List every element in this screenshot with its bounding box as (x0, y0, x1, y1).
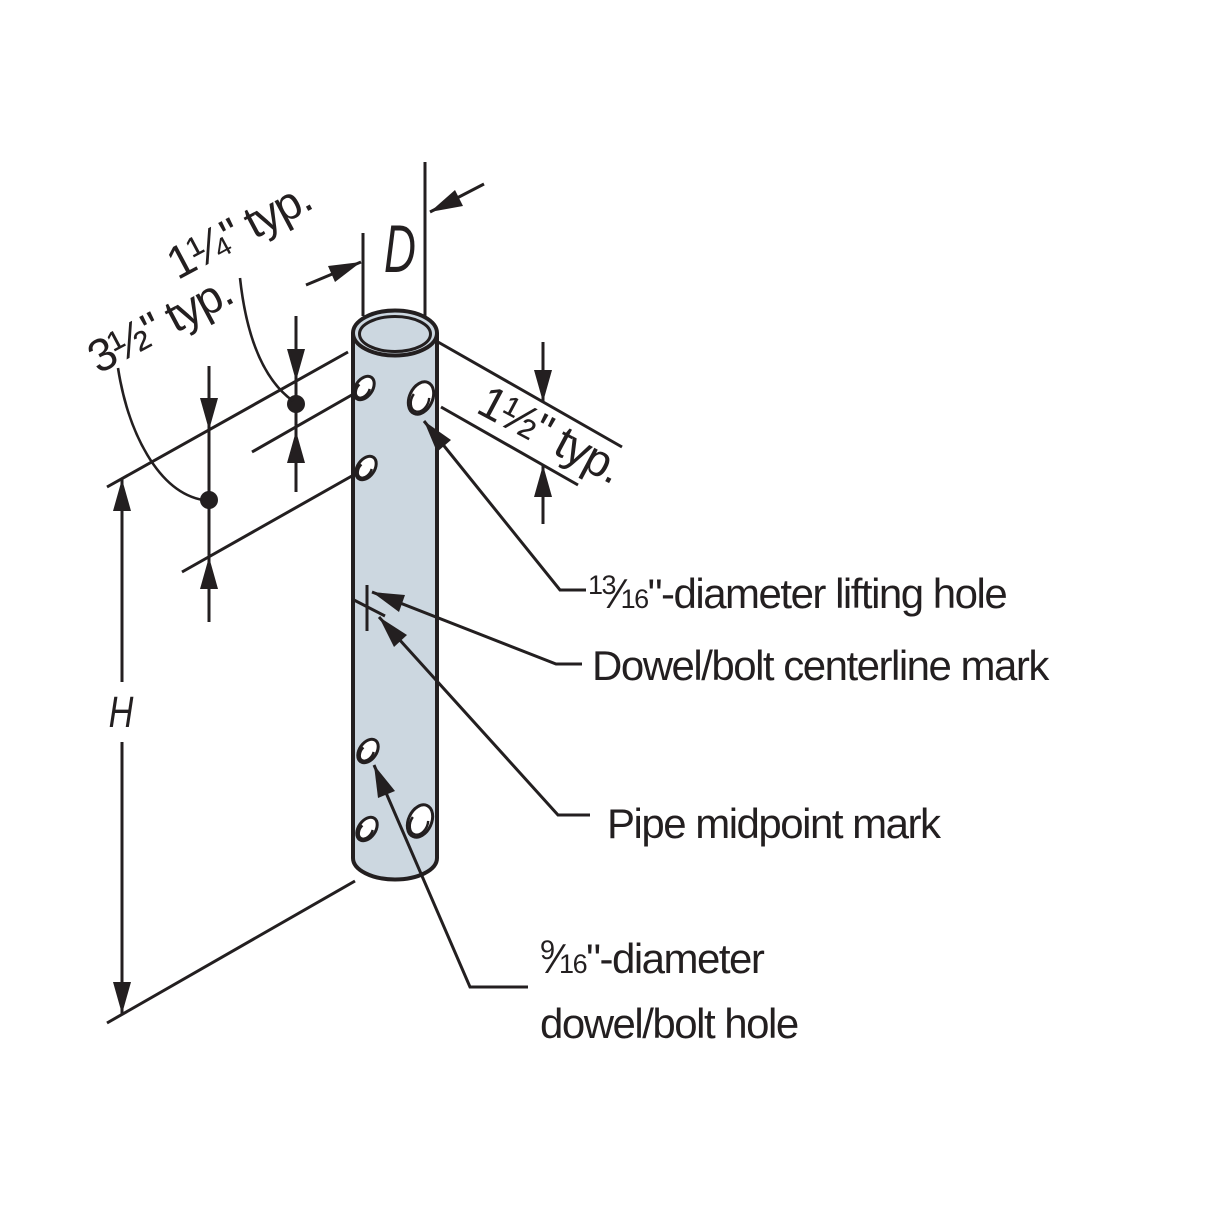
right-upper-reference-line (437, 340, 623, 449)
dowel-hole-lower-bottom (355, 815, 379, 843)
dimension-h (113, 479, 131, 1014)
dimension-d (305, 162, 485, 318)
hole-depth-arc (357, 824, 374, 840)
lifting-hole-label: 13⁄16"-diameter lifting hole (588, 570, 1006, 617)
hole-depth-arc (409, 393, 431, 413)
dim-1-25-typ-label: 1¼" typ. (158, 170, 319, 289)
label-text: "-diameter (586, 935, 765, 982)
arrowhead (200, 398, 218, 430)
dowel-hole-leader (372, 764, 528, 989)
first-hole-row-line (251, 386, 365, 454)
dowel-hole-label-line2: dowel/bolt hole (540, 1000, 798, 1047)
centerline-mark-leader (371, 590, 582, 666)
label-text: "-diameter lifting hole (648, 570, 1007, 617)
lifting-hole-leader (422, 420, 586, 592)
dimension-1-5-typ (534, 342, 552, 524)
dimension-d-label: D (384, 212, 416, 288)
arrowhead (328, 262, 361, 282)
fraction-numerator: 9 (540, 935, 554, 965)
arrowhead (200, 557, 218, 589)
arrowhead (379, 617, 407, 647)
lifting-hole (406, 380, 436, 416)
arrowhead (430, 190, 463, 212)
dimension-1-25-typ (238, 277, 305, 492)
arrowhead (113, 479, 131, 511)
dimension-h-label: H (109, 688, 134, 737)
right-lower-reference-line (440, 405, 579, 487)
hole-depth-arc (358, 746, 375, 762)
arrowhead (534, 465, 552, 497)
diagram-labels: D H 1¼" typ. 3½" typ. 1½" typ. 13⁄16"-di… (79, 170, 1052, 1047)
top-reference-line (106, 350, 349, 489)
hole-depth-arc (408, 816, 430, 836)
isometric-reference-lines (106, 340, 623, 1025)
fraction-numerator: 13 (588, 570, 616, 600)
arrowhead (424, 421, 451, 452)
dowel-hole-label-line1: 9⁄16"-diameter (540, 935, 765, 982)
arrowhead (113, 982, 131, 1014)
arrowhead (534, 370, 552, 402)
pipe-opening (358, 315, 432, 353)
fraction-denominator: 16 (559, 949, 587, 979)
pipe-midpoint-mark (351, 597, 386, 618)
dim-1-5-typ-label: 1½" typ. (470, 374, 631, 493)
arrowhead (374, 765, 395, 798)
callout-leaders (371, 420, 590, 989)
dowel-hole-second-left (354, 454, 378, 482)
hole-depth-arc (354, 383, 371, 399)
second-hole-row-line (181, 466, 367, 574)
hole-opening (354, 454, 378, 482)
pipe-holes (352, 374, 436, 843)
midpoint-mark-label: Pipe midpoint mark (607, 800, 942, 847)
midpoint-mark-leader (377, 615, 590, 817)
leader-dot (200, 491, 218, 509)
centerline-mark-label: Dowel/bolt centerline mark (592, 642, 1050, 689)
dowel-hole-upper-left (352, 374, 376, 402)
dowel-hole-bottom-right (405, 803, 435, 839)
bottom-baseline (106, 879, 356, 1025)
hole-opening (356, 737, 380, 765)
arrowhead (287, 431, 305, 463)
dowel-hole-lower-upper (356, 737, 380, 765)
curved-leader (238, 277, 294, 403)
hole-opening (352, 374, 376, 402)
hole-opening (355, 815, 379, 843)
arrowhead (372, 592, 405, 612)
curved-leader (116, 367, 204, 502)
pipe-top-rim (351, 308, 439, 358)
dim-3-5-typ-label: 3½" typ. (79, 264, 240, 383)
dimension-3-5-typ (116, 366, 218, 622)
hole-depth-arc (356, 463, 373, 479)
fraction-denominator: 16 (621, 584, 649, 614)
arrowhead (287, 349, 305, 381)
